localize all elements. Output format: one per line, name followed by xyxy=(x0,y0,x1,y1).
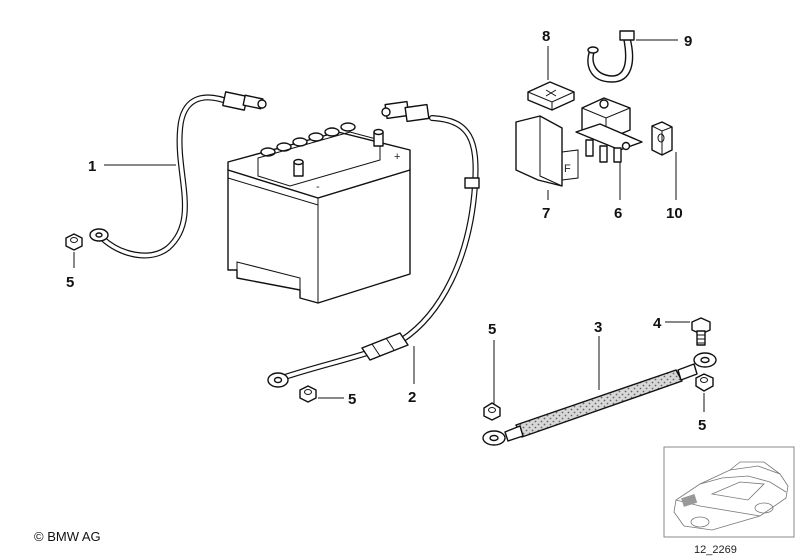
battery[interactable]: - + xyxy=(227,122,411,304)
hex-nut-left[interactable] xyxy=(65,233,83,251)
callout-6: 6 xyxy=(614,205,622,222)
positive-battery-cable[interactable] xyxy=(267,100,480,388)
callout-3: 3 xyxy=(594,319,602,336)
callout-9: 9 xyxy=(684,33,692,50)
ground-strap[interactable] xyxy=(482,352,717,446)
callout-4: 4 xyxy=(653,315,662,332)
callout-5-strap: 5 xyxy=(488,321,496,338)
negative-battery-cable[interactable] xyxy=(89,91,267,259)
callout-1: 1 xyxy=(88,158,96,175)
cable-clamp[interactable] xyxy=(587,30,635,83)
vent-caps xyxy=(260,122,356,157)
hex-nut-right[interactable] xyxy=(695,373,714,392)
terminal-cover-cap[interactable] xyxy=(527,81,575,111)
small-cover-cap[interactable] xyxy=(651,121,673,156)
callout-5-right: 5 xyxy=(698,417,706,434)
callout-5-center: 5 xyxy=(348,391,356,408)
hex-bolt[interactable] xyxy=(691,317,711,346)
svg-text:F: F xyxy=(564,163,571,175)
diagram-reference-number: 12_2269 xyxy=(694,544,737,556)
battery-terminal-negative xyxy=(293,158,304,177)
callout-10: 10 xyxy=(666,205,683,222)
battery-terminal-positive xyxy=(373,128,384,147)
callout-8: 8 xyxy=(542,28,550,45)
hex-nut-center[interactable] xyxy=(299,385,317,403)
fuse-holder[interactable] xyxy=(575,97,643,163)
callout-7: 7 xyxy=(542,205,550,222)
callout-5-left: 5 xyxy=(66,274,74,291)
mounting-bracket[interactable]: F xyxy=(515,115,579,187)
svg-text:+: + xyxy=(394,151,400,163)
callout-labels: 1 5 2 5 3 5 4 5 8 9 7 6 10 xyxy=(66,28,706,434)
leader-lines xyxy=(73,39,705,412)
hex-nut-ground-strap[interactable] xyxy=(483,402,501,421)
callout-2: 2 xyxy=(408,389,416,406)
copyright-text: © BMW AG xyxy=(34,529,101,544)
vehicle-location-thumbnail xyxy=(663,446,795,538)
svg-text:-: - xyxy=(316,181,320,193)
